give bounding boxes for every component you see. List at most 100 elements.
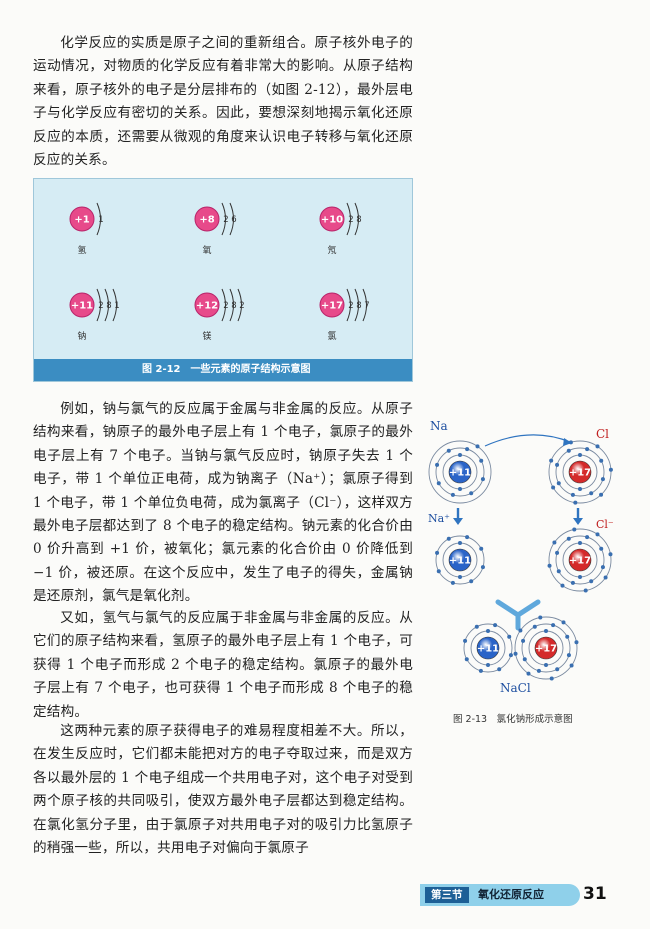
electron-dot — [458, 487, 462, 491]
electron-shell-arc — [354, 202, 359, 236]
electron-dot — [486, 663, 490, 667]
electron-dot — [608, 552, 613, 557]
electron-dot — [589, 491, 594, 496]
electron-count: 1 — [98, 215, 103, 225]
electron-dot — [561, 620, 566, 625]
electron-dot — [560, 583, 565, 588]
sodium-atom: +11 — [428, 440, 492, 504]
electron-dot — [578, 575, 582, 579]
electron-dot — [522, 657, 527, 662]
electron-dot — [578, 453, 582, 457]
electron-orbit — [548, 528, 612, 592]
electron-shell-arc — [221, 288, 226, 322]
paragraph-na-cl: 例如，钠与氯气的反应属于金属与非金属的反应。从原子结构来看，钠原子的最外电子层上… — [33, 401, 413, 605]
electron-dot — [469, 491, 474, 496]
electron-dot — [570, 492, 575, 497]
paragraph-shared-pair: 这两种元素的原子获得电子的难易程度相差不大。所以，在发生反应时，它们都未能把对方… — [33, 723, 413, 857]
electron-dot — [458, 541, 462, 545]
electron-shell-arc — [354, 288, 359, 322]
electron-dot — [469, 579, 474, 584]
footer-section: 第三节 — [425, 887, 469, 903]
electron-dot — [526, 671, 531, 676]
electron-dot — [573, 500, 578, 505]
electron-dot — [599, 492, 604, 497]
electron-orbit — [428, 440, 492, 504]
electron-dot — [464, 657, 469, 662]
electron-dot — [435, 550, 440, 555]
electron-count: 2 — [348, 301, 353, 311]
electron-shell-arc — [96, 288, 101, 322]
electron-count: 8 — [356, 215, 361, 225]
electron-count: 2 — [239, 301, 244, 311]
electron-dot — [518, 628, 523, 633]
electron-dot — [599, 458, 604, 463]
electron-count: 8 — [106, 301, 111, 311]
electron-dot — [497, 667, 502, 672]
electron-dot — [465, 447, 470, 452]
electron-dot — [538, 615, 543, 620]
electron-shell-arc — [346, 202, 351, 236]
electron-dot — [532, 624, 537, 629]
symbol-label: NaCl — [500, 681, 531, 695]
electron-shell-arc — [229, 288, 234, 322]
electron-shell-arc — [96, 202, 101, 236]
figure-2-13-caption: 图 2-13 氯化钠形成示意图 — [453, 714, 573, 725]
electron-dot — [549, 676, 554, 681]
electron-dot — [544, 629, 548, 633]
electron-dot — [589, 579, 594, 584]
electron-dot — [556, 569, 561, 574]
electron-dot — [552, 540, 557, 545]
electron-dot — [574, 640, 579, 645]
atom-nucleus — [319, 206, 345, 232]
arrowhead — [453, 518, 463, 525]
electron-dot — [465, 535, 470, 540]
atom-nucleus — [194, 292, 220, 318]
combine-arrow — [495, 599, 541, 631]
nucleus-charge: +11 — [449, 468, 471, 479]
element-name: 氖 — [327, 244, 336, 256]
paragraph-h-cl: 又如，氢气与氯气的反应属于非金属与非金属的反应。从它们的原子结构来看，氢原子的最… — [33, 610, 413, 720]
atom-nucleus-charge: +12 — [196, 301, 218, 312]
electron-dot — [600, 565, 605, 570]
nucleus-charge: +11 — [477, 644, 499, 655]
electron-shell-arc — [104, 288, 109, 322]
electron-orbit — [555, 535, 605, 585]
atom-nucleus-charge: +17 — [321, 301, 343, 312]
electron-count: 2 — [98, 301, 103, 311]
electron-dot — [446, 448, 451, 453]
electron-shell-arc — [237, 288, 242, 322]
ion-nucleus — [448, 460, 472, 484]
electron-dot — [556, 481, 561, 486]
chlorine-atom: +17 — [548, 440, 613, 505]
symbol-label: Na — [430, 419, 448, 433]
footer-title: 氧化还原反应 — [478, 888, 544, 901]
electron-dot — [608, 467, 613, 472]
electron-shell-arc — [112, 288, 117, 322]
atom-nucleus — [319, 292, 345, 318]
electron-count: 2 — [223, 215, 228, 225]
ion-nucleus — [448, 548, 472, 572]
electron-dot — [458, 453, 462, 457]
atom-nucleus-charge: +8 — [199, 215, 214, 226]
element-name: 氯 — [327, 330, 336, 342]
electron-dot — [595, 532, 600, 537]
electron-orbit — [555, 447, 605, 497]
electron-dot — [463, 638, 468, 643]
electron-dot — [458, 575, 462, 579]
electron-dot — [436, 481, 441, 486]
symbol-label: Cl⁻ — [596, 518, 614, 531]
electron-dot — [603, 575, 608, 580]
electron-dot — [569, 663, 574, 668]
electron-dot — [450, 580, 455, 585]
ion-nucleus — [534, 636, 558, 660]
electron-dot — [513, 651, 518, 656]
electron-shell-arc — [229, 202, 234, 236]
electron-transfer-arrow — [484, 434, 571, 447]
